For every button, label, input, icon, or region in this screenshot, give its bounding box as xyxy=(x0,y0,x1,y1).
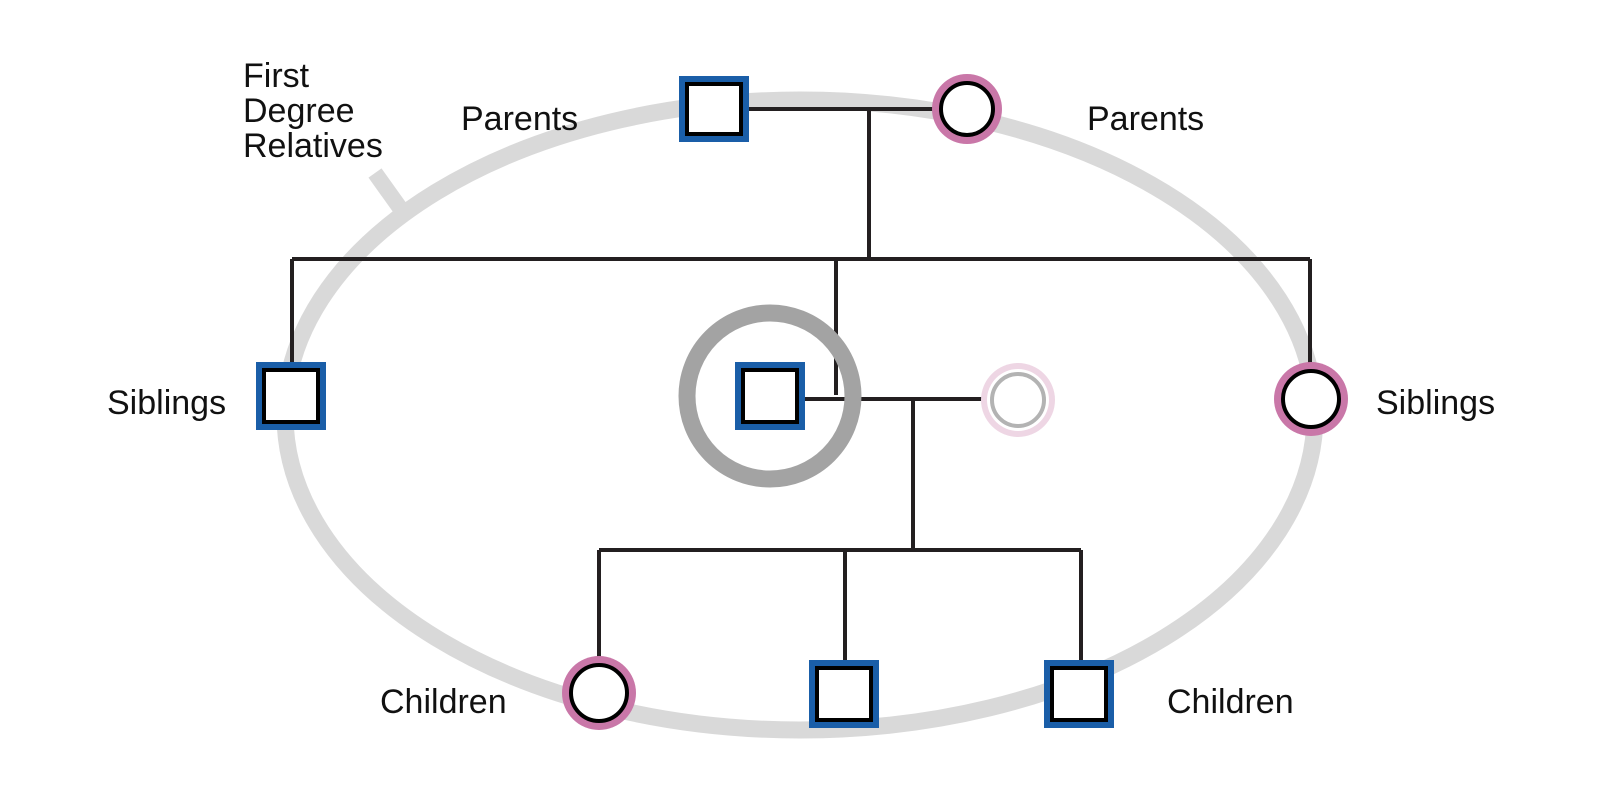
group-label-line-3: Relatives xyxy=(243,127,383,165)
proband-square xyxy=(735,362,805,430)
child-3-square xyxy=(1044,660,1114,728)
mother-circle xyxy=(932,74,1002,144)
spouse-circle xyxy=(981,363,1055,437)
group-label-line-2: Degree xyxy=(243,92,355,130)
parents-label-right: Parents xyxy=(1087,100,1204,138)
children-label-right: Children xyxy=(1167,683,1294,721)
ring-label-pointer xyxy=(368,168,407,213)
pedigree-connectors xyxy=(290,107,1312,664)
group-label-line-1: First xyxy=(243,57,310,95)
sibling-left-square xyxy=(256,362,326,430)
siblings-label-right: Siblings xyxy=(1376,384,1495,422)
child-2-square xyxy=(809,660,879,728)
father-square xyxy=(679,76,749,142)
proband-ring xyxy=(678,304,862,488)
sibling-right-circle xyxy=(1274,362,1348,436)
parents-label-left: Parents xyxy=(461,100,578,138)
children-label-left: Children xyxy=(380,683,507,721)
siblings-label-left: Siblings xyxy=(107,384,226,422)
child-1-circle xyxy=(562,656,636,730)
